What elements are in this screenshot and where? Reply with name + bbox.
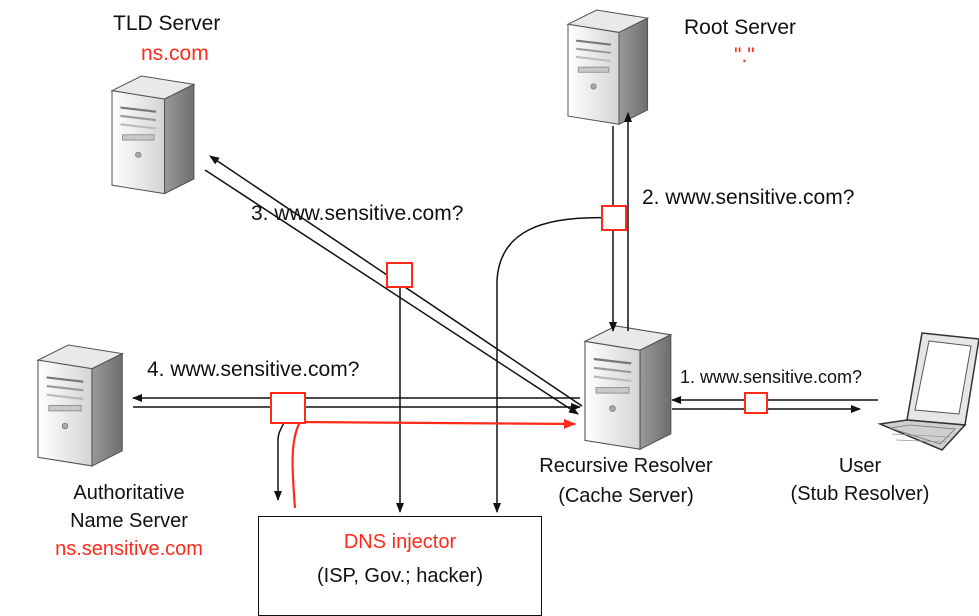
dns-injector-box: DNS injector (ISP, Gov.; hacker) — [258, 516, 542, 616]
authoritative-title-line2: Name Server — [70, 510, 188, 532]
resolver-server-icon — [583, 324, 672, 451]
root-server-name: "." — [734, 44, 755, 67]
query-1-label: 1. www.sensitive.com? — [680, 367, 863, 387]
query-4-label: 4. www.sensitive.com? — [147, 358, 360, 381]
user-title-line1: User — [838, 455, 882, 477]
dns-injector-title: DNS injector — [343, 531, 457, 553]
root-server-icon — [566, 8, 649, 126]
tap-auth-link-arrow — [274, 419, 286, 501]
resolver-title-line2: (Cache Server) — [558, 485, 694, 507]
query-2-label: 2. www.sensitive.com? — [642, 186, 855, 209]
tap-point-tld — [386, 262, 413, 288]
resolver-title-line1: Recursive Resolver — [539, 455, 713, 477]
user-title-line2: (Stub Resolver) — [790, 483, 930, 505]
dns-injector-subtitle: (ISP, Gov.; hacker) — [317, 565, 483, 587]
query-3-label: 3. www.sensitive.com? — [251, 202, 464, 225]
tap-root-link-arrow — [493, 216, 615, 513]
authoritative-name: ns.sensitive.com — [55, 538, 203, 560]
root-server-title: Root Server — [684, 16, 797, 39]
tld-server-title: TLD Server — [113, 12, 221, 35]
tld-server-icon — [110, 74, 195, 195]
tap-point-user — [744, 392, 768, 414]
laptop-icon — [877, 332, 979, 451]
tap-point-root — [601, 205, 627, 231]
authoritative-server-icon — [36, 343, 124, 468]
tap-point-auth — [270, 392, 306, 424]
tld-server-name: ns.com — [141, 42, 209, 65]
tld-to-resolver-arrow — [204, 169, 579, 415]
authoritative-title-line1: Authoritative — [73, 482, 185, 504]
dns-injection-diagram — [36, 8, 979, 513]
